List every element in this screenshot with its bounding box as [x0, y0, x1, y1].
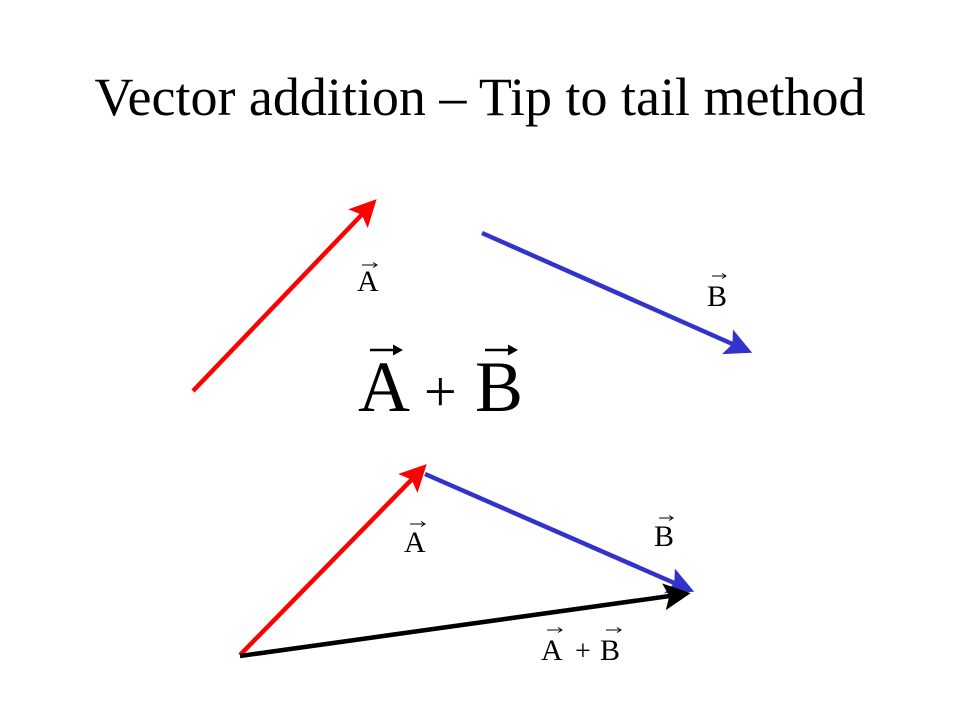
svg-text:A: A — [357, 265, 379, 298]
triangle-vector-a-label: A — [404, 521, 426, 559]
svg-text:B: B — [600, 634, 620, 667]
resultant-arrow — [239, 583, 691, 659]
sum-expression: A + B — [358, 344, 523, 427]
slide-title: Vector addition – Tip to tail method — [94, 67, 866, 127]
vector-a-label: A — [357, 262, 379, 298]
triangle-vector-b-label: B — [654, 515, 674, 553]
svg-text:A: A — [358, 347, 410, 427]
svg-text:B: B — [707, 280, 727, 313]
svg-text:B: B — [654, 520, 674, 553]
svg-text:A: A — [541, 634, 563, 667]
svg-text:+: + — [424, 359, 457, 424]
resultant-label: A + B — [541, 627, 622, 667]
triangle-vector-b-arrow — [424, 471, 695, 594]
triangle-vector-a-arrow — [238, 464, 427, 657]
vector-b-label: B — [707, 273, 727, 313]
svg-text:+: + — [575, 636, 591, 667]
svg-text:B: B — [475, 347, 523, 427]
vector-b-arrow — [481, 230, 753, 355]
vector-a-arrow — [191, 199, 377, 393]
svg-text:A: A — [404, 526, 426, 559]
